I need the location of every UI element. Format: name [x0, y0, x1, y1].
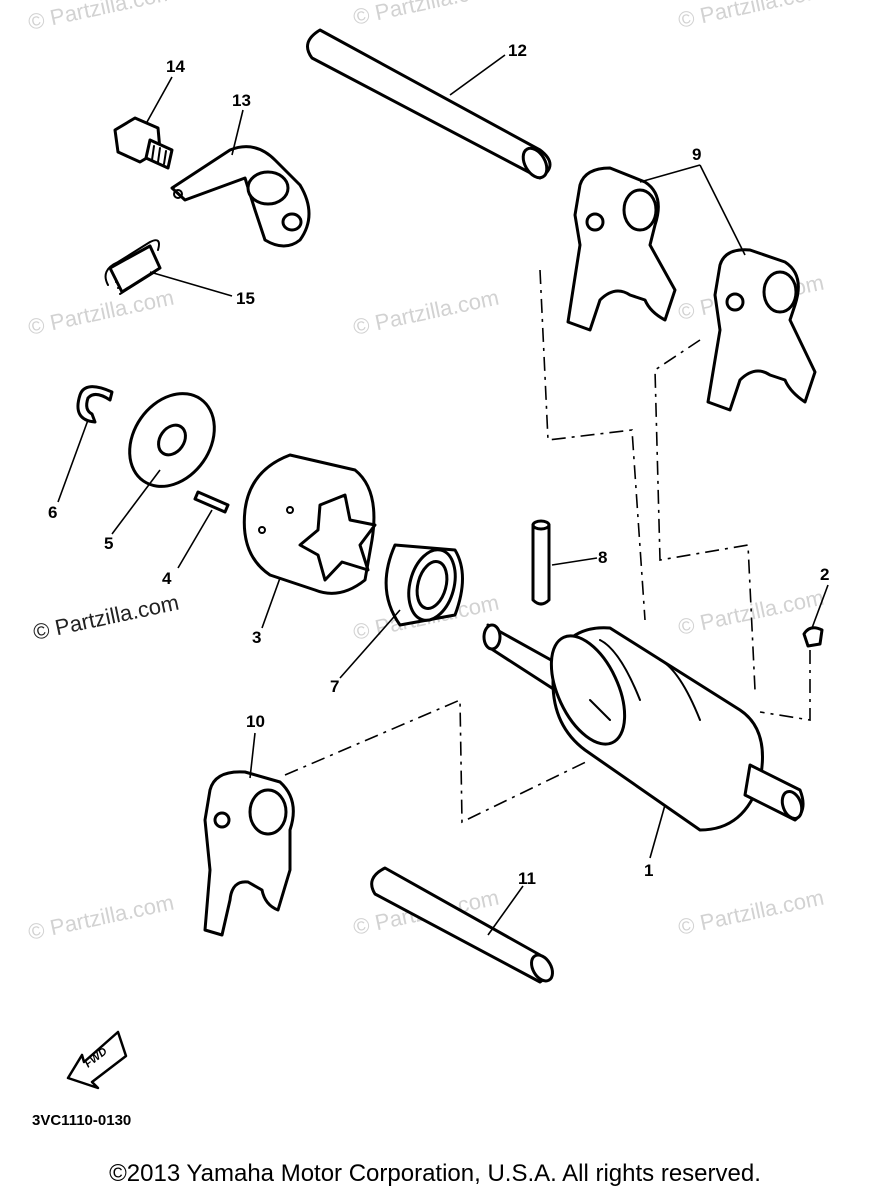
circlip-6[interactable]: [76, 385, 114, 424]
fork-boss: [248, 788, 288, 836]
spring-15[interactable]: [104, 239, 162, 295]
watermark: © Partzilla.com: [351, 0, 501, 30]
leader-13: [231, 109, 244, 156]
leader-9a: [639, 164, 701, 183]
part-label-7: 7: [330, 677, 339, 696]
diagram-code: 3VC1110-0130: [32, 1112, 131, 1129]
drum-shaft-end: [482, 623, 502, 651]
leader-4: [177, 509, 213, 569]
assembly-line: [654, 339, 756, 691]
leader-12: [449, 54, 506, 96]
part-labels: 12 14 13 15 9 6 5 4 3 7 8 2 10 1 11: [48, 41, 829, 888]
part-label-3: 3: [252, 628, 261, 647]
segment-hole: [258, 526, 266, 534]
fork-boss: [622, 188, 658, 232]
leader-8: [551, 557, 598, 566]
assembly-line: [539, 269, 646, 621]
watermark: © Partzilla.com: [676, 885, 826, 940]
fork-pin: [725, 292, 745, 312]
dowel-pin-body: [193, 490, 230, 514]
leader-5: [111, 469, 161, 535]
watermark: © Partzilla.com: [676, 0, 826, 33]
leader-3: [261, 577, 281, 629]
lever-spring-hook: [173, 189, 183, 199]
part-label-12: 12: [508, 41, 527, 60]
dowel-pin-4[interactable]: [193, 490, 230, 514]
circlip-body: [76, 385, 114, 424]
watermark-main: © Partzilla.com: [31, 590, 181, 645]
fork-body: [566, 166, 677, 332]
assembly-lines: [284, 269, 811, 824]
drum-grooves: [589, 639, 701, 721]
leader-10: [249, 732, 256, 779]
fork-pin: [213, 811, 231, 829]
part-label-10: 10: [246, 712, 265, 731]
shift-fork-10[interactable]: [203, 770, 295, 937]
part-label-2: 2: [820, 565, 829, 584]
guide-bar-12[interactable]: [306, 28, 552, 182]
stopper-lever-13[interactable]: [170, 145, 311, 248]
shift-fork-9b[interactable]: [706, 248, 817, 412]
fork-boss: [762, 270, 798, 314]
spring-body: [108, 244, 162, 294]
lever-body: [170, 145, 311, 248]
guide-bar-11[interactable]: [370, 866, 557, 985]
leader-14: [146, 76, 173, 123]
fork-pin: [585, 212, 605, 232]
shift-fork-9a[interactable]: [566, 166, 677, 332]
leader-6: [57, 419, 89, 503]
spring-hook: [104, 239, 160, 286]
watermark: © Partzilla.com: [26, 0, 176, 35]
lever-roller: [246, 170, 290, 206]
part-label-11: 11: [518, 869, 536, 888]
copyright-notice: ©2013 Yamaha Motor Corporation, U.S.A. A…: [109, 1160, 761, 1187]
fwd-arrow-shape: [66, 1030, 128, 1090]
part-label-14: 14: [166, 57, 185, 76]
assembly-line: [284, 698, 591, 824]
watermark: © Partzilla.com: [26, 890, 176, 945]
pin-8[interactable]: [531, 519, 551, 606]
bearing-7[interactable]: [384, 543, 464, 627]
part-label-8: 8: [598, 548, 607, 567]
part-label-13: 13: [232, 91, 251, 110]
washer-hole: [157, 423, 187, 457]
leader-11: [487, 885, 524, 936]
leader-2: [811, 584, 829, 629]
part-label-1: 1: [644, 861, 653, 880]
pin-2[interactable]: [802, 626, 824, 648]
part-label-6: 6: [48, 503, 57, 522]
pin-body: [531, 523, 551, 606]
assembly-line: [759, 650, 811, 721]
bolt-thread-lines: [151, 145, 167, 165]
guide-bar-end: [530, 953, 554, 983]
segment-star: [298, 493, 377, 582]
drum-shaft-right-end: [780, 789, 804, 821]
guide-bar-end: [521, 146, 549, 180]
watermark: © Partzilla.com: [351, 285, 501, 340]
fwd-arrow-icon: FWD: [66, 1030, 128, 1090]
part-label-4: 4: [162, 569, 172, 588]
bearing-bore: [415, 560, 449, 610]
washer-5[interactable]: [112, 377, 232, 503]
leader-1: [649, 804, 666, 859]
leader-9b: [699, 164, 746, 256]
watermark: © Partzilla.com: [26, 285, 176, 340]
part-label-9: 9: [692, 145, 701, 164]
segment-3[interactable]: [242, 453, 377, 595]
leader-7: [339, 609, 401, 679]
leader-lines: [57, 54, 829, 936]
pin-end: [531, 519, 551, 531]
lever-hole: [281, 212, 303, 232]
pin-2-body: [802, 626, 824, 648]
part-label-15: 15: [236, 289, 255, 308]
shift-drum-1[interactable]: [482, 623, 805, 832]
segment-hole: [286, 506, 294, 514]
leader-15: [149, 271, 233, 297]
bolt-14[interactable]: [113, 116, 174, 170]
part-label-5: 5: [104, 534, 113, 553]
